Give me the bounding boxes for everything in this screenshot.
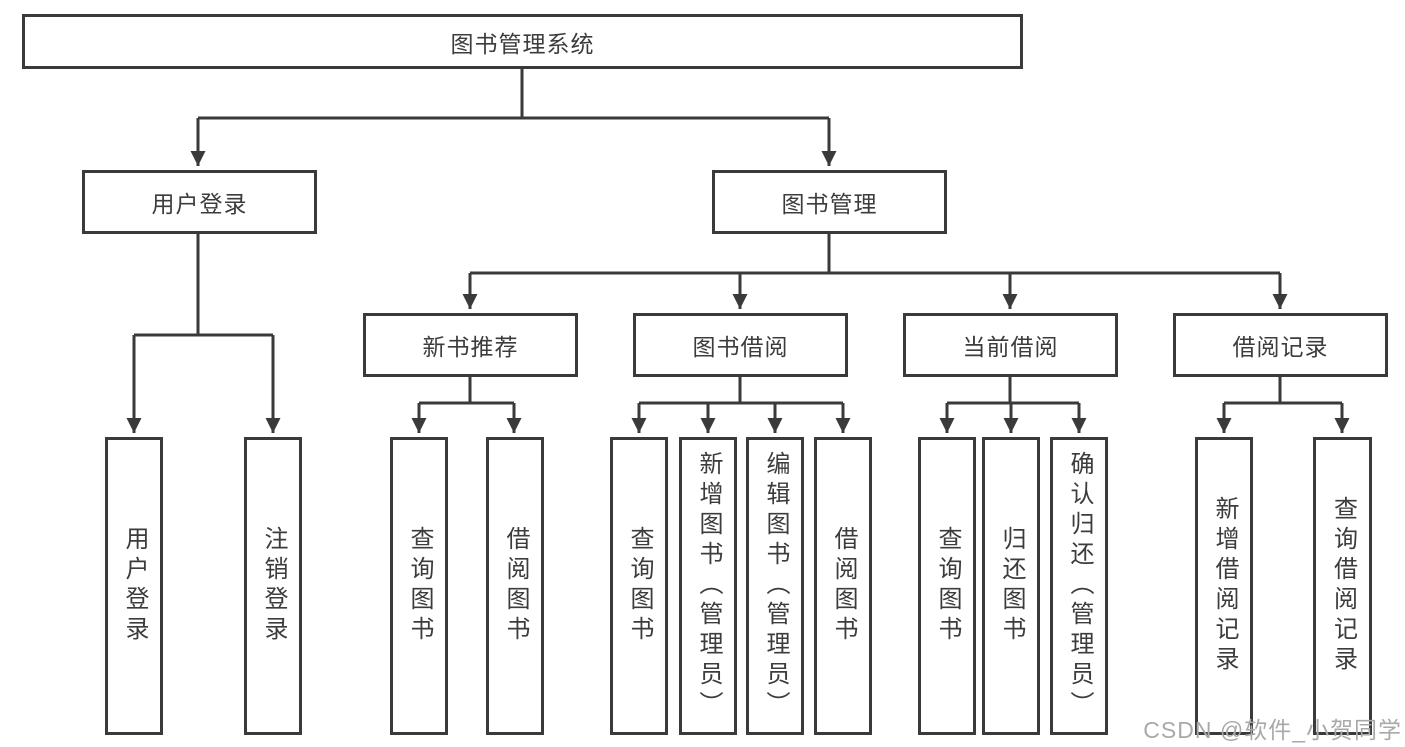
node-label: 借阅图书 (830, 526, 857, 646)
leaf-borrow-books-1: 借阅图书 (486, 437, 544, 735)
node-label: 查询图书 (626, 526, 653, 646)
leaf-add-books-admin: 新增图书（管理员） (679, 437, 737, 735)
leaf-query-books-1: 查询图书 (390, 437, 448, 735)
leaf-borrow-books-2: 借阅图书 (814, 437, 872, 735)
node-label: 用户登录 (121, 526, 148, 646)
node-current-borrowing: 当前借阅 (903, 313, 1118, 377)
leaf-query-books-2: 查询图书 (610, 437, 668, 735)
node-label: 借阅记录 (1232, 334, 1329, 360)
node-label: 图书管理 (781, 191, 878, 217)
leaf-query-borrow-record: 查询借阅记录 (1313, 437, 1372, 735)
node-label: 当前借阅 (962, 334, 1059, 360)
node-label: 查询图书 (406, 526, 433, 646)
node-user-login: 用户登录 (82, 170, 317, 234)
leaf-query-books-3: 查询图书 (918, 437, 976, 735)
node-label: 确认归还（管理员） (1066, 451, 1093, 721)
node-book-management: 图书管理 (712, 170, 947, 234)
node-label: 用户登录 (151, 191, 248, 217)
node-label: 注销登录 (260, 526, 287, 646)
leaf-logout: 注销登录 (244, 437, 302, 735)
leaf-return-books: 归还图书 (982, 437, 1040, 735)
node-new-book-recommend: 新书推荐 (363, 313, 578, 377)
node-label: 新书推荐 (422, 334, 519, 360)
node-label: 图书借阅 (692, 334, 789, 360)
node-label: 查询借阅记录 (1329, 496, 1357, 676)
node-label: 新增图书（管理员） (695, 451, 722, 721)
node-label: 新增借阅记录 (1211, 496, 1238, 676)
leaf-user-login: 用户登录 (105, 437, 163, 735)
leaf-confirm-return-admin: 确认归还（管理员） (1050, 437, 1108, 735)
node-label: 借阅图书 (502, 526, 529, 646)
node-label: 图书管理系统 (450, 30, 595, 57)
node-root-library-system: 图书管理系统 (22, 14, 1023, 69)
node-label: 编辑图书（管理员） (762, 451, 789, 721)
leaf-edit-books-admin: 编辑图书（管理员） (746, 437, 804, 735)
node-book-borrowing: 图书借阅 (633, 313, 848, 377)
node-label: 查询图书 (934, 526, 961, 646)
leaf-add-borrow-record: 新增借阅记录 (1195, 437, 1253, 735)
node-label: 归还图书 (998, 526, 1025, 646)
csdn-watermark: CSDN @软件_小贺同学 (1143, 717, 1402, 743)
node-borrowing-records: 借阅记录 (1173, 313, 1388, 377)
